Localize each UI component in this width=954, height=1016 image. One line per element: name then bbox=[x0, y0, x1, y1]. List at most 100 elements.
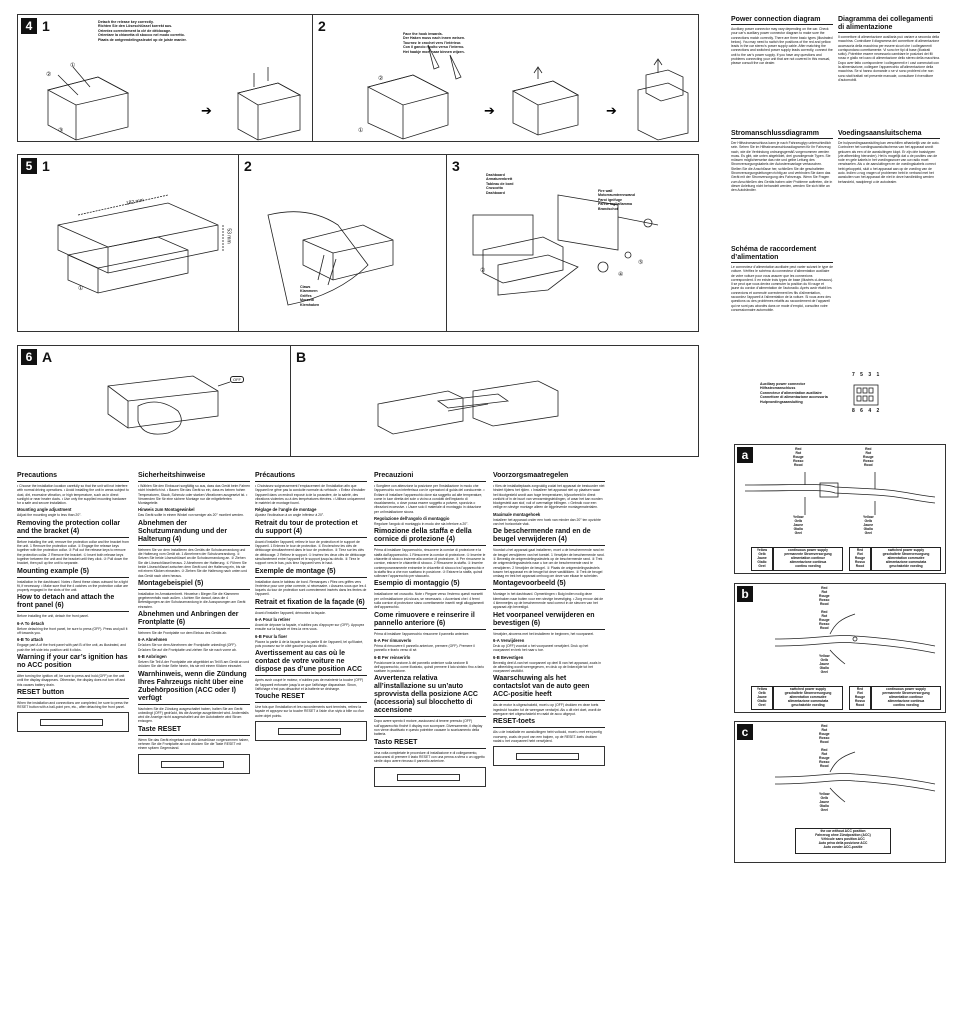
section-text: • Choose the installation location caref… bbox=[17, 484, 129, 506]
red-line: Red bbox=[856, 548, 864, 552]
red-line: Rot bbox=[821, 614, 828, 618]
fire-line: Paroi ignifuge bbox=[598, 197, 622, 202]
section-heading: RESET button bbox=[17, 689, 129, 699]
step4-p1-mark: ② bbox=[46, 72, 52, 78]
subsection-heading: 6-A Per rimuoverlo bbox=[374, 637, 412, 643]
box-line: switched power supply bbox=[789, 687, 827, 691]
step5-p3-mark: ④ bbox=[618, 272, 624, 278]
power-nl-text: De hulpvoedingsaansluiting kan verschill… bbox=[838, 141, 940, 184]
step6-panel: 6 A B OFF bbox=[17, 345, 699, 457]
step5-divider-2 bbox=[446, 155, 447, 331]
box-line: continu voeding bbox=[893, 703, 919, 707]
box-line: permanente Stromversorgung bbox=[882, 691, 930, 695]
section-heading: Abnehmen und Anbringen der Frontplatte (… bbox=[138, 611, 250, 630]
step4-p1-line: Richten Sie den Löseschlüssel korrekt au… bbox=[98, 24, 173, 29]
subsection-heading: 6-B Pour la fixer bbox=[255, 633, 288, 639]
red-line: Rosso bbox=[819, 622, 830, 626]
step4-p1-mark: ③ bbox=[58, 128, 64, 134]
subsection-heading: Mounting angle adjustment bbox=[17, 507, 72, 513]
power-fr: Schéma de raccordement d’alimentation Le… bbox=[731, 246, 833, 312]
fire-line: Parete tagliafiamma bbox=[598, 202, 632, 207]
subsection-heading: Maximale montagehoek bbox=[493, 511, 541, 517]
section-text: Installazione nel cruscotto. Note • Pieg… bbox=[374, 592, 484, 610]
aux-line: Hilfsstromanschluss bbox=[760, 386, 796, 391]
off-button[interactable]: OFF bbox=[230, 376, 244, 383]
subsection-heading: 6-A Verwijderen bbox=[493, 637, 525, 643]
red-line: Rouge bbox=[793, 455, 804, 459]
reset-illustration bbox=[493, 746, 605, 767]
step4-panel: 4 1 2 Detach the release key correctly. … bbox=[17, 14, 699, 142]
section-heading: Voorzorgsmaatregelen bbox=[493, 472, 605, 482]
section-text: Drücken Sie vor dem Abnehmen der Frontpl… bbox=[138, 643, 237, 652]
power-de-title: Stromanschlussdiagramm bbox=[731, 130, 833, 139]
step5-sub3-number: 3 bbox=[452, 158, 460, 174]
yellow-line: Gelb bbox=[820, 796, 829, 800]
section-text: Avant de déposer la façade, n’oubliez pa… bbox=[255, 623, 365, 632]
reset-illustration bbox=[374, 766, 486, 787]
power-en: Power connection diagram Auxiliary power… bbox=[731, 16, 833, 66]
section-heading: Tasto RESET bbox=[374, 739, 486, 749]
red-line: Red bbox=[821, 610, 828, 614]
svg-text:➔: ➔ bbox=[201, 104, 212, 119]
red-line: Rouge bbox=[819, 618, 830, 622]
red-line: Rosso bbox=[819, 760, 830, 764]
red-line: Rosso bbox=[854, 560, 866, 564]
yellow-line: Geel bbox=[820, 670, 828, 674]
section-heading: Het voorpaneel verwijderen en bevestigen… bbox=[493, 612, 605, 630]
red-line: Rot bbox=[795, 451, 802, 455]
yellow-line: Jaune bbox=[819, 662, 830, 666]
section-heading: Mounting example (5) bbox=[17, 568, 129, 578]
step6-divider bbox=[290, 346, 291, 456]
box-line: alimentation commutée bbox=[887, 556, 925, 560]
claws-line: Claws bbox=[300, 285, 311, 289]
power-it-text: Il connettore di alimentazione ausiliari… bbox=[838, 35, 940, 82]
section-heading: Exemple de montage (5) bbox=[255, 568, 367, 578]
box-line: permanente Stromversorgung bbox=[784, 552, 832, 556]
yellow-line: Geel bbox=[864, 531, 872, 535]
section-text: Installeer het apparaat onder een hoek v… bbox=[493, 517, 601, 527]
section-text: Ajustez l’inclinaison à un angle inférie… bbox=[255, 513, 325, 518]
step5-panel: 5 1 2 3 182 mm 53 mm ① Claws Klammern G bbox=[17, 154, 699, 332]
section-heading: Come rimuovere e reinserire il pannello … bbox=[374, 612, 486, 630]
section-text: Als u de installatie en aansluitingen he… bbox=[493, 730, 602, 743]
yellow-line: Giallo bbox=[819, 804, 829, 808]
section-heading: Rimozione della staffa e della cornice d… bbox=[374, 528, 486, 547]
section-text: Una volta completate le procedure di ins… bbox=[374, 750, 485, 764]
yellow-line: Geel bbox=[794, 531, 802, 535]
section-heading: Warning if your car’s ignition has no AC… bbox=[17, 654, 129, 672]
section-text: Posizionare la sezione A del pannello an… bbox=[374, 660, 485, 674]
section-text: Das Gerät sollte in einem Winkel von wen… bbox=[138, 513, 244, 518]
step4-p1-mark: ① bbox=[70, 63, 76, 69]
box-line: Auto priva della posizione ACC bbox=[818, 841, 868, 845]
svg-text:➔: ➔ bbox=[606, 104, 617, 119]
reset-illustration bbox=[17, 712, 129, 733]
step6-sub-a: A bbox=[42, 349, 53, 365]
yellow-line: Jaune bbox=[863, 523, 874, 527]
section-text: • Wählen Sie den Einbauort sorgfältig so… bbox=[138, 484, 250, 506]
step5-p1-mark: ① bbox=[78, 286, 84, 292]
section-text: Before installing the unit, detach the f… bbox=[17, 614, 89, 619]
subsection-heading: Regolazione dell’angolo di montaggio bbox=[374, 516, 450, 522]
aux-pins-top: 7 5 3 1 bbox=[852, 372, 882, 378]
subsection-heading: 6-A To detach bbox=[17, 620, 45, 626]
section-text: Placez la partie A de la façade sur la p… bbox=[255, 639, 364, 648]
aux-line: Hulpvoedingsaansluiting bbox=[760, 399, 803, 404]
section-text: Installation im Armaturenbrett. Hinweise… bbox=[138, 591, 246, 609]
section-text: Als de motor is uitgeschakeld, moet u op… bbox=[493, 703, 602, 717]
section-heading: Precauzioni bbox=[374, 472, 486, 482]
section-text: • Choisissez soigneusement l’emplacement… bbox=[255, 484, 366, 506]
subsection-heading: 6-B Anbringen bbox=[138, 653, 167, 659]
step5-dashboard-label: Dashboard Armaturenbrett Tableau de bord… bbox=[486, 173, 536, 195]
red-line: Red bbox=[795, 447, 802, 451]
svg-text:➔: ➔ bbox=[484, 104, 495, 119]
red-line: Rood bbox=[819, 626, 829, 630]
section-text: Druk op (OFF) voordat u het voorpaneel v… bbox=[493, 643, 589, 653]
subsection-heading: Réglage de l’angle de montage bbox=[255, 507, 317, 513]
section-text: Après avoir coupé le moteur, n’oubliez p… bbox=[255, 678, 364, 691]
red-line: Red bbox=[856, 687, 864, 691]
